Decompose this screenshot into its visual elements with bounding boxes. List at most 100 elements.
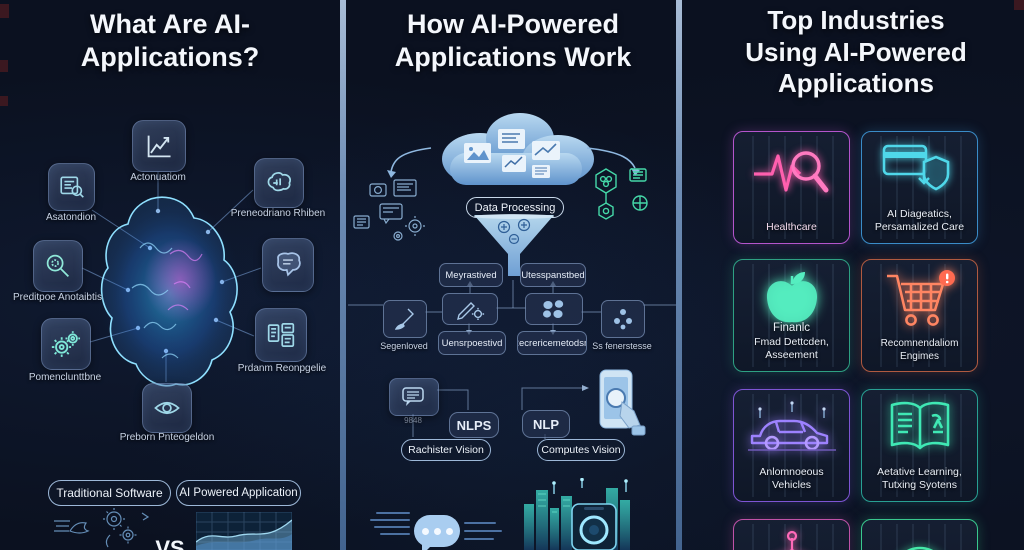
text-line [464,522,496,524]
sketch-doodles [54,508,150,548]
automation-tile [132,120,186,172]
open-book-icon [862,398,977,458]
card-label-line2: Tutxing Syotens [882,479,957,492]
industry-card-recommendation: Recomnendaliom Engimes [861,259,978,372]
neon-city-phone-illustration [524,478,630,550]
flow-icon-box-right [525,293,583,325]
automation-label: Actonuatiom [130,172,186,183]
document-magnifier-icon [59,176,84,198]
bubble-dot [421,527,429,535]
pattern-label: Prdanm Reonpgelie [237,363,327,374]
funnel-illustration [474,214,554,276]
flow-side-left-box [383,300,427,338]
edge-artifact [1014,0,1024,10]
nlp-chat-tile [389,378,439,416]
text-line [380,533,410,535]
flow-unsupervised2-box: Uensrpoestivd [438,331,506,355]
text-line [464,538,494,540]
panel-divider-right [676,0,682,550]
chat-tile [262,238,314,292]
nodes-triangle-icon [614,309,632,330]
bubble-dot [433,527,441,535]
panel2-title: How AI-Powered Applications Work [394,9,632,72]
network-nodes-icon [734,528,849,550]
nlps-box: NLPS [449,412,499,438]
text-line [464,530,502,532]
industry-card-education: Aetative Learning, Tutxing Syotens [861,389,978,502]
personalization-label: Pomenclunttbne [28,372,102,383]
industry-card-diagnostics: AI Diageatics, Persamalized Care [861,131,978,244]
recommendation-tile [254,158,304,208]
brush-icon [394,308,414,330]
analytics-chart-thumbnail [196,512,292,550]
apple-icon [734,268,849,332]
industry-card-healthcare: Healthcare [733,131,850,244]
card-label-line1: Aetative Learning, [877,465,962,478]
nlp-box: NLP [522,410,570,438]
industry-card-extra-right [861,519,978,550]
shopping-cart-icon [862,268,977,332]
chatbot-bubble-icon [414,515,460,550]
text-line [376,512,410,514]
recommendation-label: Preneodriano Rhiben [230,208,326,219]
flow-icon-box-left [442,293,498,325]
brain-chip-icon [267,172,291,192]
ai-hexagon-icons [595,168,648,220]
flow-side-right-box [601,300,645,338]
card-label-line1: AI Diageatics, [887,207,952,220]
cloud-flow-arrows [387,147,640,178]
circle-scan-icon [862,528,977,550]
brain-illustration [95,193,245,393]
ai-powered-application-pill: AI Powered Application [176,480,301,506]
text-line [374,526,410,528]
flow-unsupervised-box: Utesspanstbed [520,263,586,287]
speech-blob-icon [277,252,301,277]
pulse-magnifier-icon [734,140,849,202]
cluster-blobs-icon [543,300,564,318]
edge-artifact [0,96,8,106]
data-scan-label: Asatondion [45,212,97,223]
traditional-software-pill: Traditional Software [48,480,171,506]
bubble-dot [445,527,453,535]
predictive-tile [33,240,83,292]
vision-label: Preborn Pnteogeldon [119,432,215,443]
edge-artifact [0,4,9,18]
card-label-line1: Healthcare [766,221,817,234]
pattern-tile [255,308,307,362]
growth-chart-icon [147,135,171,158]
computer-vision-pill: Computes Vision [537,439,625,461]
panel-divider-left [340,0,346,550]
edge-artifact [0,60,8,72]
magnifier-gear-icon [46,254,69,277]
card-label-line2: Vehicles [771,479,812,492]
card-label-line1: Recomnendaliom Engimes [880,338,959,362]
card-label-line1: Finanlc [772,321,811,334]
text-line [370,519,410,521]
panel3-title: Top Industries Using AI-Powered Applicat… [745,5,967,99]
flow-supervised-box: Meyrastived [439,263,503,287]
industry-card-finance: Finanlc Fmad Dettcden, Asseement [733,259,850,372]
flow-reinforcement-box: Recrericemetodsm [517,331,587,355]
industry-card-autonomous-vehicles: Anlomnoeous Vehicles [733,389,850,502]
predictive-label: Preditpoe Anotaibtis [13,292,102,303]
vision-tile [142,383,192,433]
card-label-line2: Fmad Dettcden, Asseement [754,335,829,362]
pencil-tools-icon [457,302,485,320]
panel1-title: What Are AI-Applications? [80,9,260,72]
devices-icon [267,323,295,347]
card-label-line2: Persamalized Care [874,221,965,234]
vs-label: VS [155,536,185,550]
gears-icon [51,331,81,357]
flow-side-left-label: Segenloved [380,341,428,351]
chat-bubble-icon [402,387,424,406]
industry-card-extra-left [733,519,850,550]
flow-side-right-label: Ss fenerstesse [592,341,652,351]
nlp-chat-caption: 9848 [404,416,422,425]
data-scan-tile [48,163,95,211]
phone-touch-illustration [599,369,646,436]
card-label-line1: Anlomnoeous [759,465,824,478]
autonomous-car-icon [734,398,849,456]
machine-vision-pill: Rachister Vision [401,439,491,461]
credit-card-shield-icon [862,140,977,200]
